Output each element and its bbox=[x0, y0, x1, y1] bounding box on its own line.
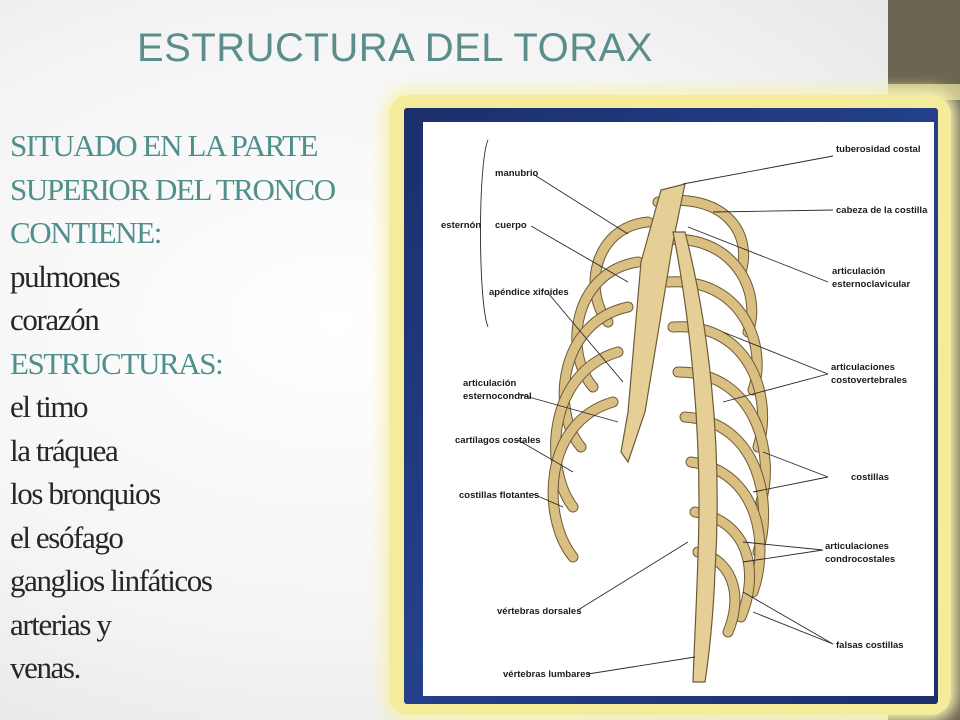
label-cartilagos-costales: cartílagos costales bbox=[455, 435, 541, 446]
rib-cage-svg: tuberosidad costal manubrio cabeza de la… bbox=[423, 122, 934, 696]
body-line: CONTIENE: bbox=[10, 211, 390, 255]
label-cuerpo: cuerpo bbox=[495, 220, 527, 231]
label-articulaciones-condrocostales-2: condrocostales bbox=[825, 554, 895, 565]
body-line: SITUADO EN LA PARTE bbox=[10, 124, 390, 168]
body-line: ESTRUCTURAS: bbox=[10, 342, 390, 386]
body-line: venas. bbox=[10, 646, 390, 690]
label-vertebras-dorsales: vértebras dorsales bbox=[497, 606, 582, 617]
label-articulacion-esternocondral: articulación bbox=[463, 378, 517, 389]
label-costillas-flotantes: costillas flotantes bbox=[459, 490, 539, 501]
body-line: el esófago bbox=[10, 516, 390, 560]
label-apendice-xifoides: apéndice xifoides bbox=[489, 287, 569, 298]
slide-title: ESTRUCTURA DEL TORAX bbox=[0, 26, 790, 71]
label-tuberosidad-costal: tuberosidad costal bbox=[836, 144, 920, 155]
body-line: el timo bbox=[10, 385, 390, 429]
body-line: pulmones bbox=[10, 255, 390, 299]
label-articulaciones-costovertebrales: articulaciones bbox=[831, 362, 895, 373]
label-articulacion-esternoclavicular-2: esternoclavicular bbox=[832, 279, 910, 290]
rib-cage-drawing bbox=[553, 184, 765, 682]
body-line: los bronquios bbox=[10, 472, 390, 516]
label-falsas-costillas: falsas costillas bbox=[836, 640, 904, 651]
label-vertebras-lumbares: vértebras lumbares bbox=[503, 669, 591, 680]
slide-body-text: SITUADO EN LA PARTE SUPERIOR DEL TRONCO … bbox=[10, 124, 390, 690]
label-articulacion-esternocondral-2: esternocondral bbox=[463, 391, 532, 402]
body-line: SUPERIOR DEL TRONCO bbox=[10, 168, 390, 212]
label-articulaciones-condrocostales: articulaciones bbox=[825, 541, 889, 552]
label-costillas: costillas bbox=[851, 472, 889, 483]
label-articulaciones-costovertebrales-2: costovertebrales bbox=[831, 375, 907, 386]
body-line: arterias y bbox=[10, 603, 390, 647]
label-articulacion-esternoclavicular: articulación bbox=[832, 266, 886, 277]
label-esternon: esternón bbox=[441, 220, 481, 231]
label-manubrio: manubrio bbox=[495, 168, 538, 179]
body-line: ganglios linfáticos bbox=[10, 559, 390, 603]
label-cabeza-costilla: cabeza de la costilla bbox=[836, 205, 928, 216]
body-line: corazón bbox=[10, 298, 390, 342]
thorax-illustration: tuberosidad costal manubrio cabeza de la… bbox=[423, 122, 934, 696]
body-line: la tráquea bbox=[10, 429, 390, 473]
